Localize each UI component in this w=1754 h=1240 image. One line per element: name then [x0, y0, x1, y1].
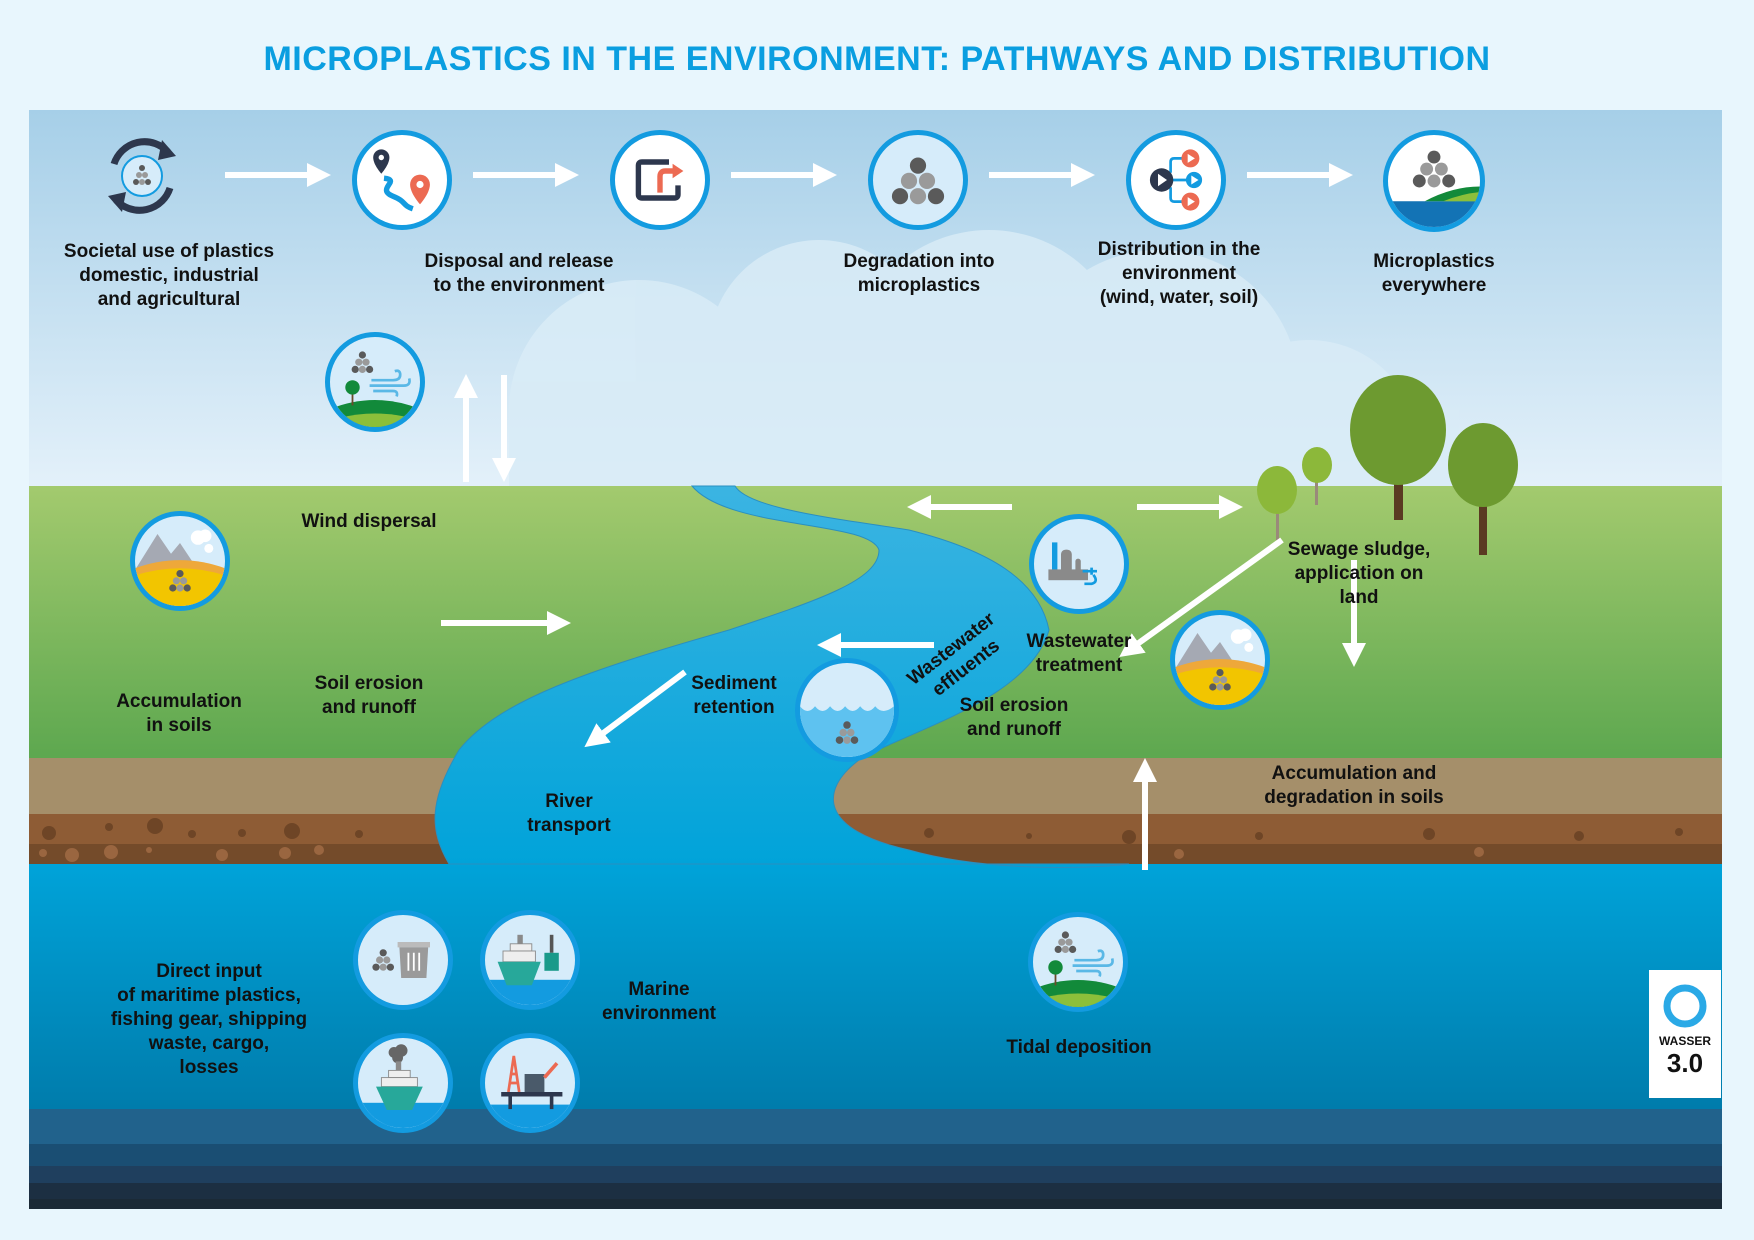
soil-accumulation-icon: [130, 511, 230, 611]
ship-smoke-icon: [353, 1033, 453, 1133]
landscape-scene: [29, 110, 1722, 1209]
flow-arrows: [225, 163, 1366, 870]
landscape-particles-icon: [1383, 130, 1485, 232]
particles-icon: [868, 130, 968, 230]
logo-line1: WASSER: [1658, 1034, 1711, 1048]
wastewater-treatment-icon: [1029, 514, 1129, 614]
label-tidal-deposition: Tidal deposition: [1006, 1037, 1152, 1058]
deep-sea-band-3: [29, 1166, 1722, 1183]
arrow-river-transport: [584, 669, 687, 748]
soil-top-layer: [29, 758, 1722, 814]
trees: [1257, 375, 1518, 555]
sediment-water-icon: [795, 658, 899, 762]
soil-mid-layer: [29, 814, 1722, 844]
arrow-sludge-diagonal: [1119, 537, 1284, 658]
export-arrow-icon: [610, 130, 710, 230]
wind-dispersal-icon: [325, 332, 425, 432]
page-title: MICROPLASTICS IN THE ENVIRONMENT: PATHWA…: [263, 40, 1491, 78]
map-route-icon: [352, 130, 452, 230]
oil-platform-icon: [480, 1033, 580, 1133]
trash-bin-icon: [353, 910, 453, 1010]
river: [434, 485, 1130, 868]
deep-sea-band-1: [29, 1109, 1722, 1144]
recycle-cycle-icon: [96, 130, 188, 222]
label-wind-dispersal: Wind dispersal: [301, 511, 437, 532]
soil-pebbles: [42, 818, 1683, 844]
logo-line2: 3.0: [1666, 1048, 1704, 1078]
tidal-deposition-icon: [1028, 912, 1128, 1012]
ship-paint-icon: [480, 910, 580, 1010]
distribution-flow-icon: [1126, 130, 1226, 230]
wasser-logo: WASSER 3.0: [1649, 970, 1721, 1098]
deep-sea-band-4: [29, 1183, 1722, 1199]
deep-sea-band-5: [29, 1199, 1722, 1209]
logo-ring-icon: [1663, 984, 1707, 1028]
soil-pebbles-light: [39, 845, 1484, 862]
soil-accumulation-icon-right: [1170, 610, 1270, 710]
deep-sea-band-2: [29, 1144, 1722, 1166]
